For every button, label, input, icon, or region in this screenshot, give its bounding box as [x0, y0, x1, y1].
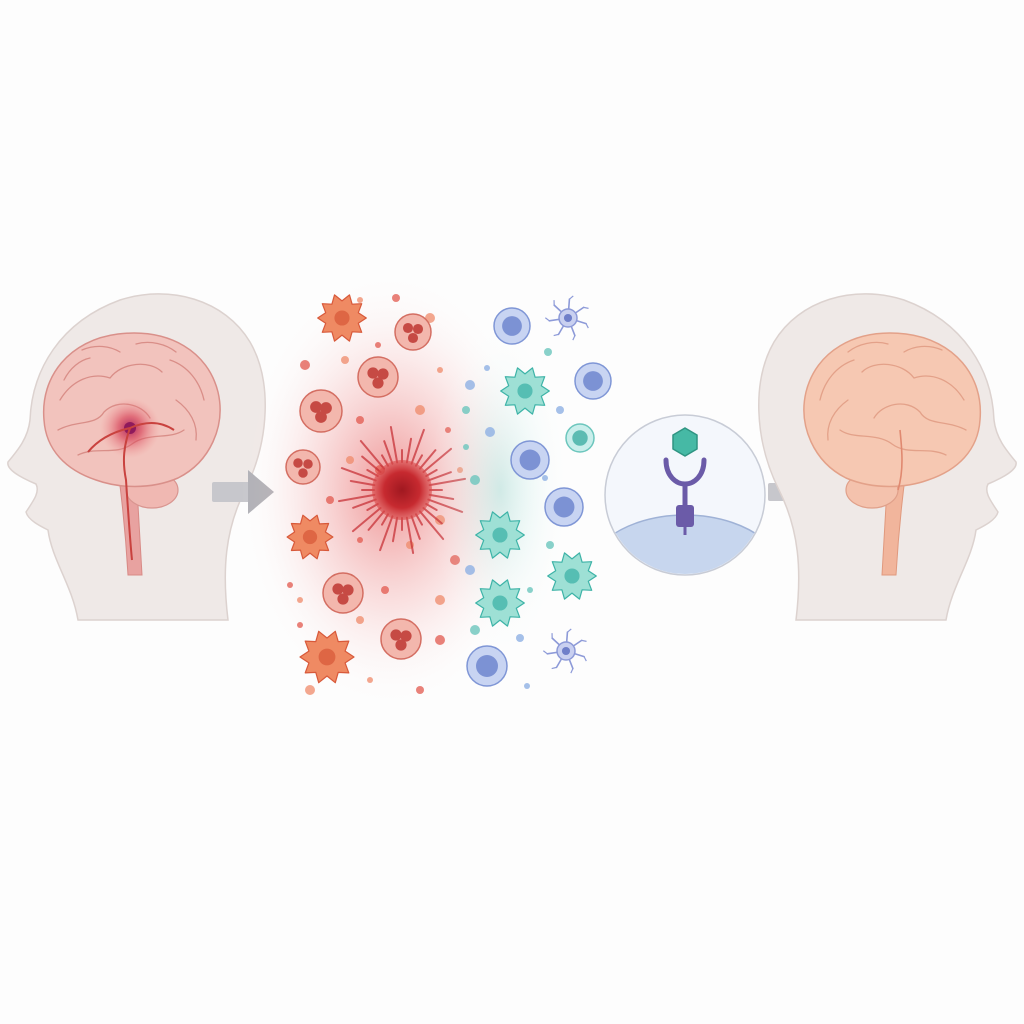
inflammation-particle: [357, 537, 363, 543]
resolution-particle: [463, 444, 469, 450]
cell-membrane: [606, 514, 764, 574]
teal-spiky-cell: [547, 552, 597, 600]
inflammation-particle: [356, 416, 364, 424]
core-body: [372, 460, 432, 520]
resolution-particle: [544, 348, 552, 356]
lobed-cell: [322, 572, 364, 614]
resolution-particles: [462, 348, 564, 689]
resolution-particle: [470, 625, 480, 635]
teal-cell: [565, 423, 595, 453]
resolution-particle: [465, 380, 475, 390]
inflammation-particle: [297, 622, 303, 628]
inflammation-particle: [375, 342, 381, 348]
resolution-particle: [542, 475, 548, 481]
brain-gyri-right: [819, 341, 967, 456]
healthy-brain-panel: [758, 293, 1017, 621]
star-cell: [542, 628, 587, 674]
teal-spiky-cell: [475, 579, 525, 627]
inflammation-particle: [297, 597, 303, 603]
inflammation-particle: [415, 405, 425, 415]
resolution-particle: [462, 406, 470, 414]
lobed-cell: [394, 313, 432, 351]
spiky-cell: [286, 514, 334, 560]
teal-spiky-cell: [475, 511, 525, 559]
inflammation-particle: [392, 294, 400, 302]
inflammation-core: [337, 425, 467, 555]
inflammation-particle: [357, 297, 363, 303]
inflammation-particle: [416, 686, 424, 694]
inflammation-particle: [435, 635, 445, 645]
spiky-cell: [317, 294, 367, 342]
inflammation-particle: [326, 496, 334, 504]
pro-inflammatory-cells: [285, 294, 432, 684]
inflammation-particle: [435, 595, 445, 605]
receptor-inset: [604, 414, 766, 576]
inflammation-particle: [341, 356, 349, 364]
inflammation-particle: [367, 677, 373, 683]
injured-brain-panel: [7, 293, 266, 621]
resolution-particle: [524, 683, 530, 689]
teal-spiky-cell: [500, 367, 550, 415]
lobed-cell: [357, 356, 399, 398]
inflammation-particle: [356, 616, 364, 624]
blue-cell: [510, 440, 550, 480]
inflammation-particle: [437, 367, 443, 373]
inflammation-particle: [346, 456, 354, 464]
spiky-cell: [299, 630, 355, 684]
inflammation-particle: [381, 586, 389, 594]
inflammation-particle: [305, 685, 315, 695]
resolution-particle: [516, 634, 524, 642]
resolution-particle: [546, 541, 554, 549]
blue-cell: [544, 487, 584, 527]
resolution-particle: [485, 427, 495, 437]
lobed-cell: [299, 389, 343, 433]
blue-cell: [574, 362, 612, 400]
resolution-particle: [470, 475, 480, 485]
anti-inflammatory-cells: [466, 295, 612, 687]
blue-cell: [493, 307, 531, 345]
receptor-transmembrane: [676, 505, 694, 527]
inflammation-particle: [300, 360, 310, 370]
resolution-particle: [556, 406, 564, 414]
resolution-particle: [484, 365, 490, 371]
resolution-panel: [430, 295, 612, 689]
inflammation-particle: [287, 582, 293, 588]
ligand-hexagon: [672, 427, 698, 457]
resolution-particle: [527, 587, 533, 593]
vessels-left: [87, 422, 175, 561]
lobed-cell: [380, 618, 422, 660]
blue-cell: [466, 645, 508, 687]
star-cell: [544, 295, 589, 341]
brain-right: [803, 332, 982, 488]
vessel-right: [897, 429, 903, 491]
resolution-particle: [465, 565, 475, 575]
lobed-cell: [285, 449, 321, 485]
